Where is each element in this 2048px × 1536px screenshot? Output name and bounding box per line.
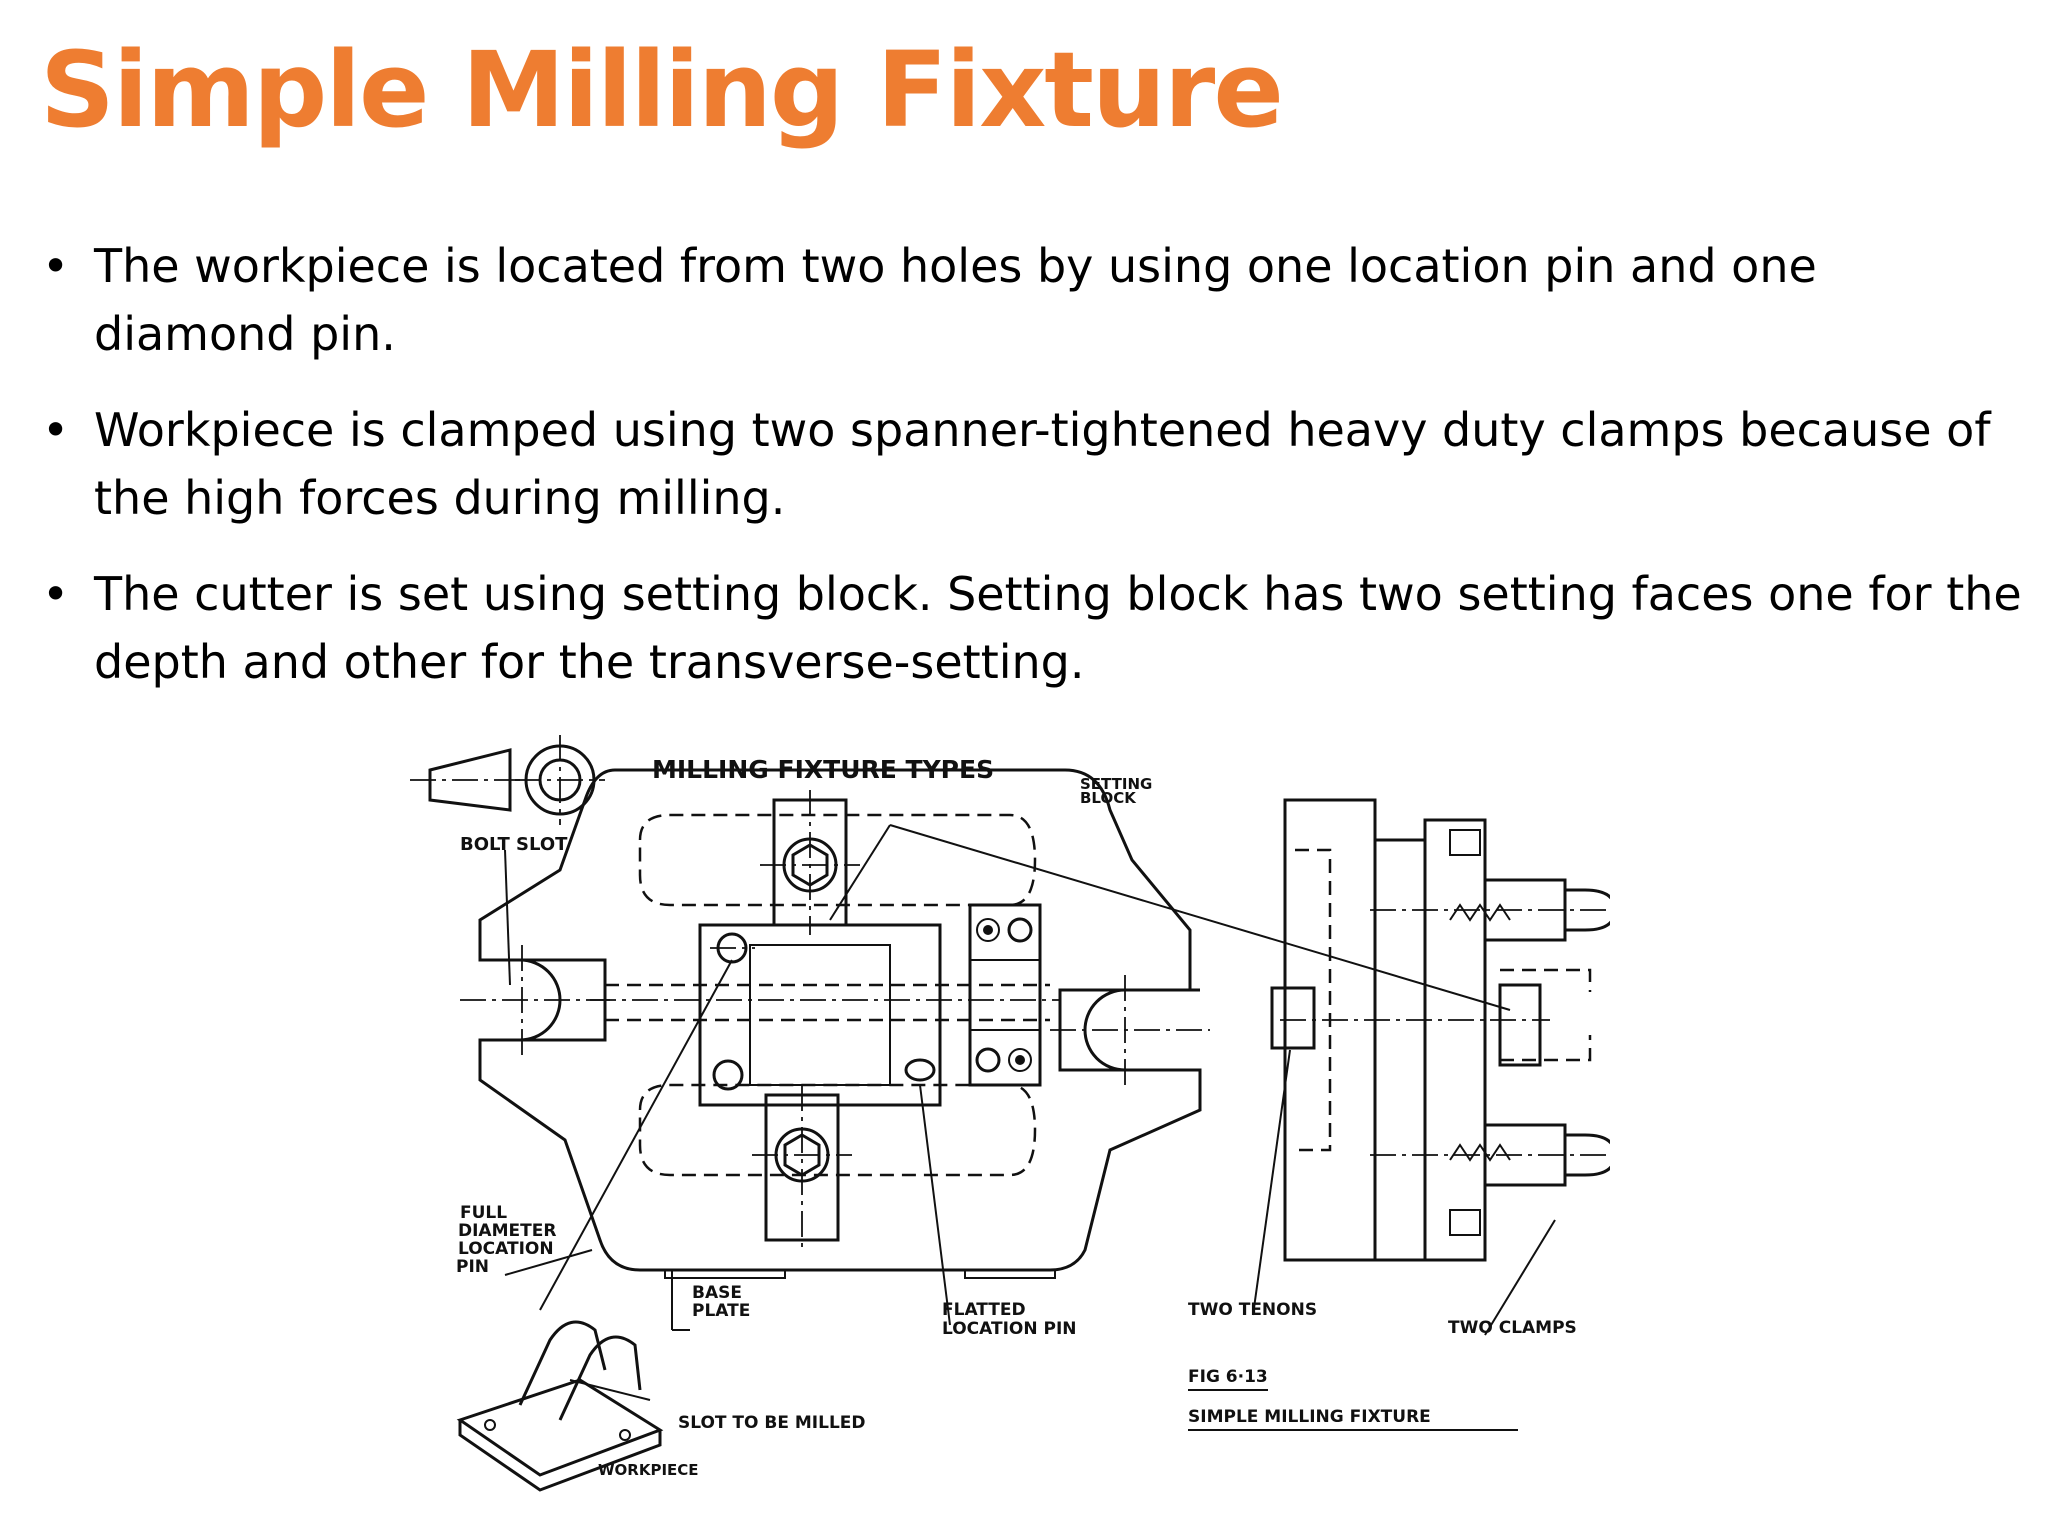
leader-lines bbox=[504, 824, 1556, 1336]
label-setting-block: SETTING bbox=[1080, 775, 1152, 793]
bullet-text: Workpiece is clamped using two spanner-t… bbox=[94, 403, 1991, 525]
label-full-diameter-pin: LOCATION bbox=[458, 1239, 554, 1259]
workpiece-sketch bbox=[456, 1320, 664, 1492]
label-full-diameter-pin: DIAMETER bbox=[458, 1221, 556, 1241]
diagram-svg: MILLING FIXTURE TYPES bbox=[410, 735, 1610, 1492]
projection-symbol bbox=[410, 735, 605, 825]
label-slot-to-be-milled: SLOT TO BE MILLED bbox=[678, 1413, 866, 1433]
page-title: Simple Milling Fixture bbox=[40, 29, 1284, 151]
figure-number: FIG 6·13 bbox=[1188, 1367, 1268, 1387]
bullet-dot: • bbox=[42, 567, 70, 621]
fixture-side-view bbox=[1270, 798, 1610, 1262]
label-full-diameter-pin: PIN bbox=[456, 1257, 489, 1277]
bullet-text: The workpiece is located from two holes … bbox=[94, 239, 1817, 361]
fixture-plan-view bbox=[460, 768, 1210, 1279]
label-full-diameter-pin: FULL bbox=[460, 1203, 507, 1223]
label-two-tenons: TWO TENONS bbox=[1188, 1300, 1317, 1320]
label-setting-block: BLOCK bbox=[1080, 789, 1137, 807]
label-bolt-slot: BOLT SLOT bbox=[460, 834, 568, 855]
label-two-clamps: TWO CLAMPS bbox=[1448, 1318, 1577, 1338]
diagram-labels: BOLT SLOT SETTING BLOCK FULL DIAMETER LO… bbox=[456, 775, 1577, 1479]
label-flatted-location-pin: LOCATION PIN bbox=[942, 1319, 1077, 1339]
label-flatted-location-pin: FLATTED bbox=[942, 1300, 1026, 1320]
bullet-dot: • bbox=[42, 239, 70, 293]
bullet-dot: • bbox=[42, 403, 70, 457]
figure-caption: SIMPLE MILLING FIXTURE bbox=[1188, 1407, 1431, 1427]
bullet-item: • Workpiece is clamped using two spanner-… bbox=[40, 396, 2025, 532]
milling-fixture-diagram: MILLING FIXTURE TYPES bbox=[410, 730, 1610, 1500]
bullet-list: • The workpiece is located from two holes… bbox=[40, 232, 2025, 724]
label-base-plate: PLATE bbox=[692, 1301, 750, 1321]
bullet-item: • The cutter is set using setting block. … bbox=[40, 560, 2025, 696]
label-workpiece: WORKPIECE bbox=[598, 1461, 699, 1479]
label-base-plate: BASE bbox=[692, 1283, 742, 1303]
bullet-item: • The workpiece is located from two holes… bbox=[40, 232, 2025, 368]
bullet-text: The cutter is set using setting block. S… bbox=[94, 567, 2022, 689]
